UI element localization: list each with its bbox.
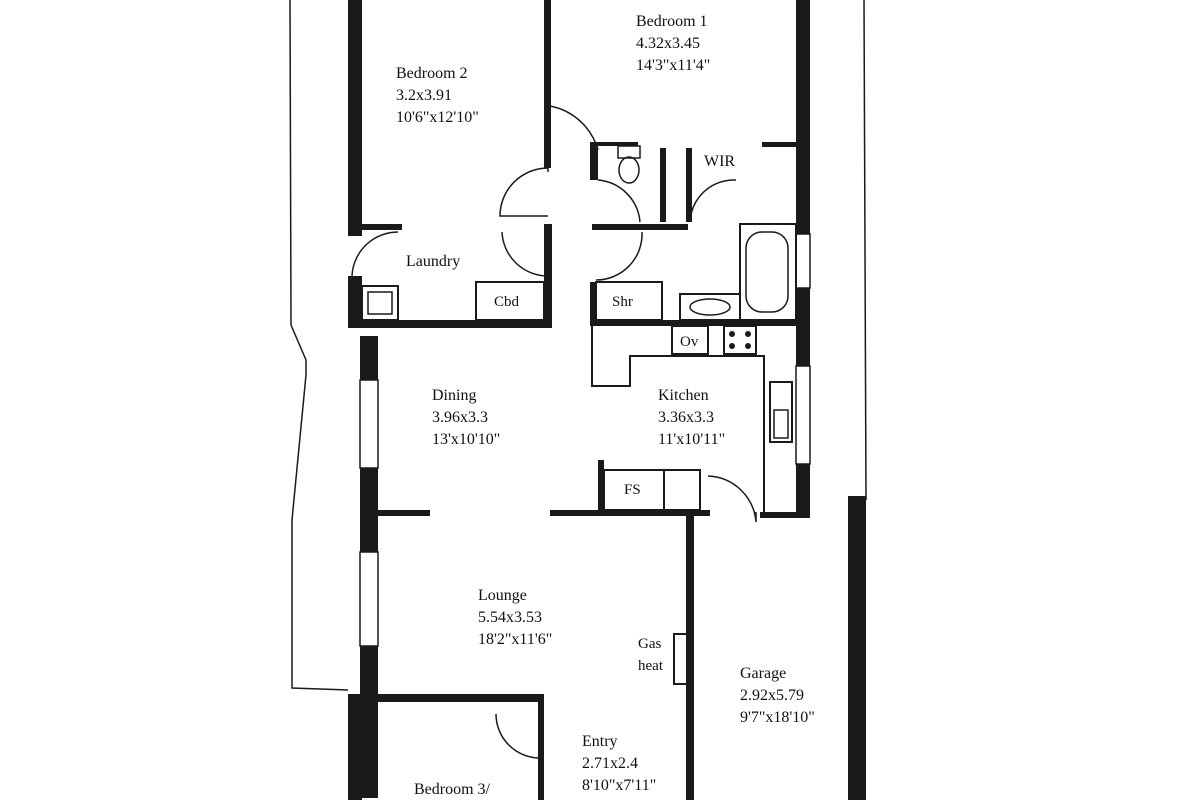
dining-metric: 3.96x3.3 <box>432 409 488 426</box>
toilet-icon <box>617 145 641 159</box>
cooktop-icon <box>723 325 757 355</box>
fridge-space-label: FS <box>624 482 641 498</box>
gas-heat-label-line1: Gas <box>638 636 661 652</box>
entry-imperial: 8'10"x7'11" <box>582 777 656 794</box>
garage-name: Garage <box>740 665 786 682</box>
laundry-name: Laundry <box>406 253 460 270</box>
bedroom1-imperial: 14'3"x11'4" <box>636 57 710 74</box>
bedroom2-name: Bedroom 2 <box>396 65 468 82</box>
lounge-imperial: 18'2"x11'6" <box>478 631 552 648</box>
lounge-name: Lounge <box>478 587 527 604</box>
cupboard-label: Cbd <box>494 294 520 310</box>
bedroom1-metric: 4.32x3.45 <box>636 35 700 52</box>
kitchen-metric: 3.36x3.3 <box>658 409 714 426</box>
fixture-labels: Cbd Shr Ov FS Gas heat <box>494 294 699 674</box>
entry-metric: 2.71x2.4 <box>582 755 638 772</box>
windows <box>359 233 811 647</box>
bedroom2-imperial: 10'6"x12'10" <box>396 109 479 126</box>
oven-label: Ov <box>680 334 699 350</box>
lounge-metric: 5.54x3.53 <box>478 609 542 626</box>
shower-label: Shr <box>612 294 633 310</box>
fixtures <box>361 145 797 443</box>
bathtub-icon <box>739 223 797 321</box>
entry-name: Entry <box>582 733 618 750</box>
kitchen-name: Kitchen <box>658 387 709 404</box>
vanity-basin-icon <box>679 293 741 321</box>
garage-imperial: 9'7"x18'10" <box>740 709 815 726</box>
garage-metric: 2.92x5.79 <box>740 687 804 704</box>
kitchen-sink-icon <box>769 381 793 443</box>
wir-name: WIR <box>704 153 735 170</box>
door-swings <box>351 105 757 759</box>
gas-heat-label-line2: heat <box>638 658 664 674</box>
dining-name: Dining <box>432 387 476 404</box>
kitchen-imperial: 11'x10'11" <box>658 431 725 448</box>
dining-imperial: 13'x10'10" <box>432 431 500 448</box>
bedroom1-name: Bedroom 1 <box>636 13 708 30</box>
bedroom3-name: Bedroom 3/ <box>414 781 491 798</box>
kitchen-benches <box>475 281 765 685</box>
bedroom2-metric: 3.2x3.91 <box>396 87 452 104</box>
laundry-tub-icon <box>361 285 399 321</box>
boundary-lines <box>289 0 867 691</box>
room-labels: Bedroom 1 4.32x3.45 14'3"x11'4" Bedroom … <box>396 13 815 798</box>
